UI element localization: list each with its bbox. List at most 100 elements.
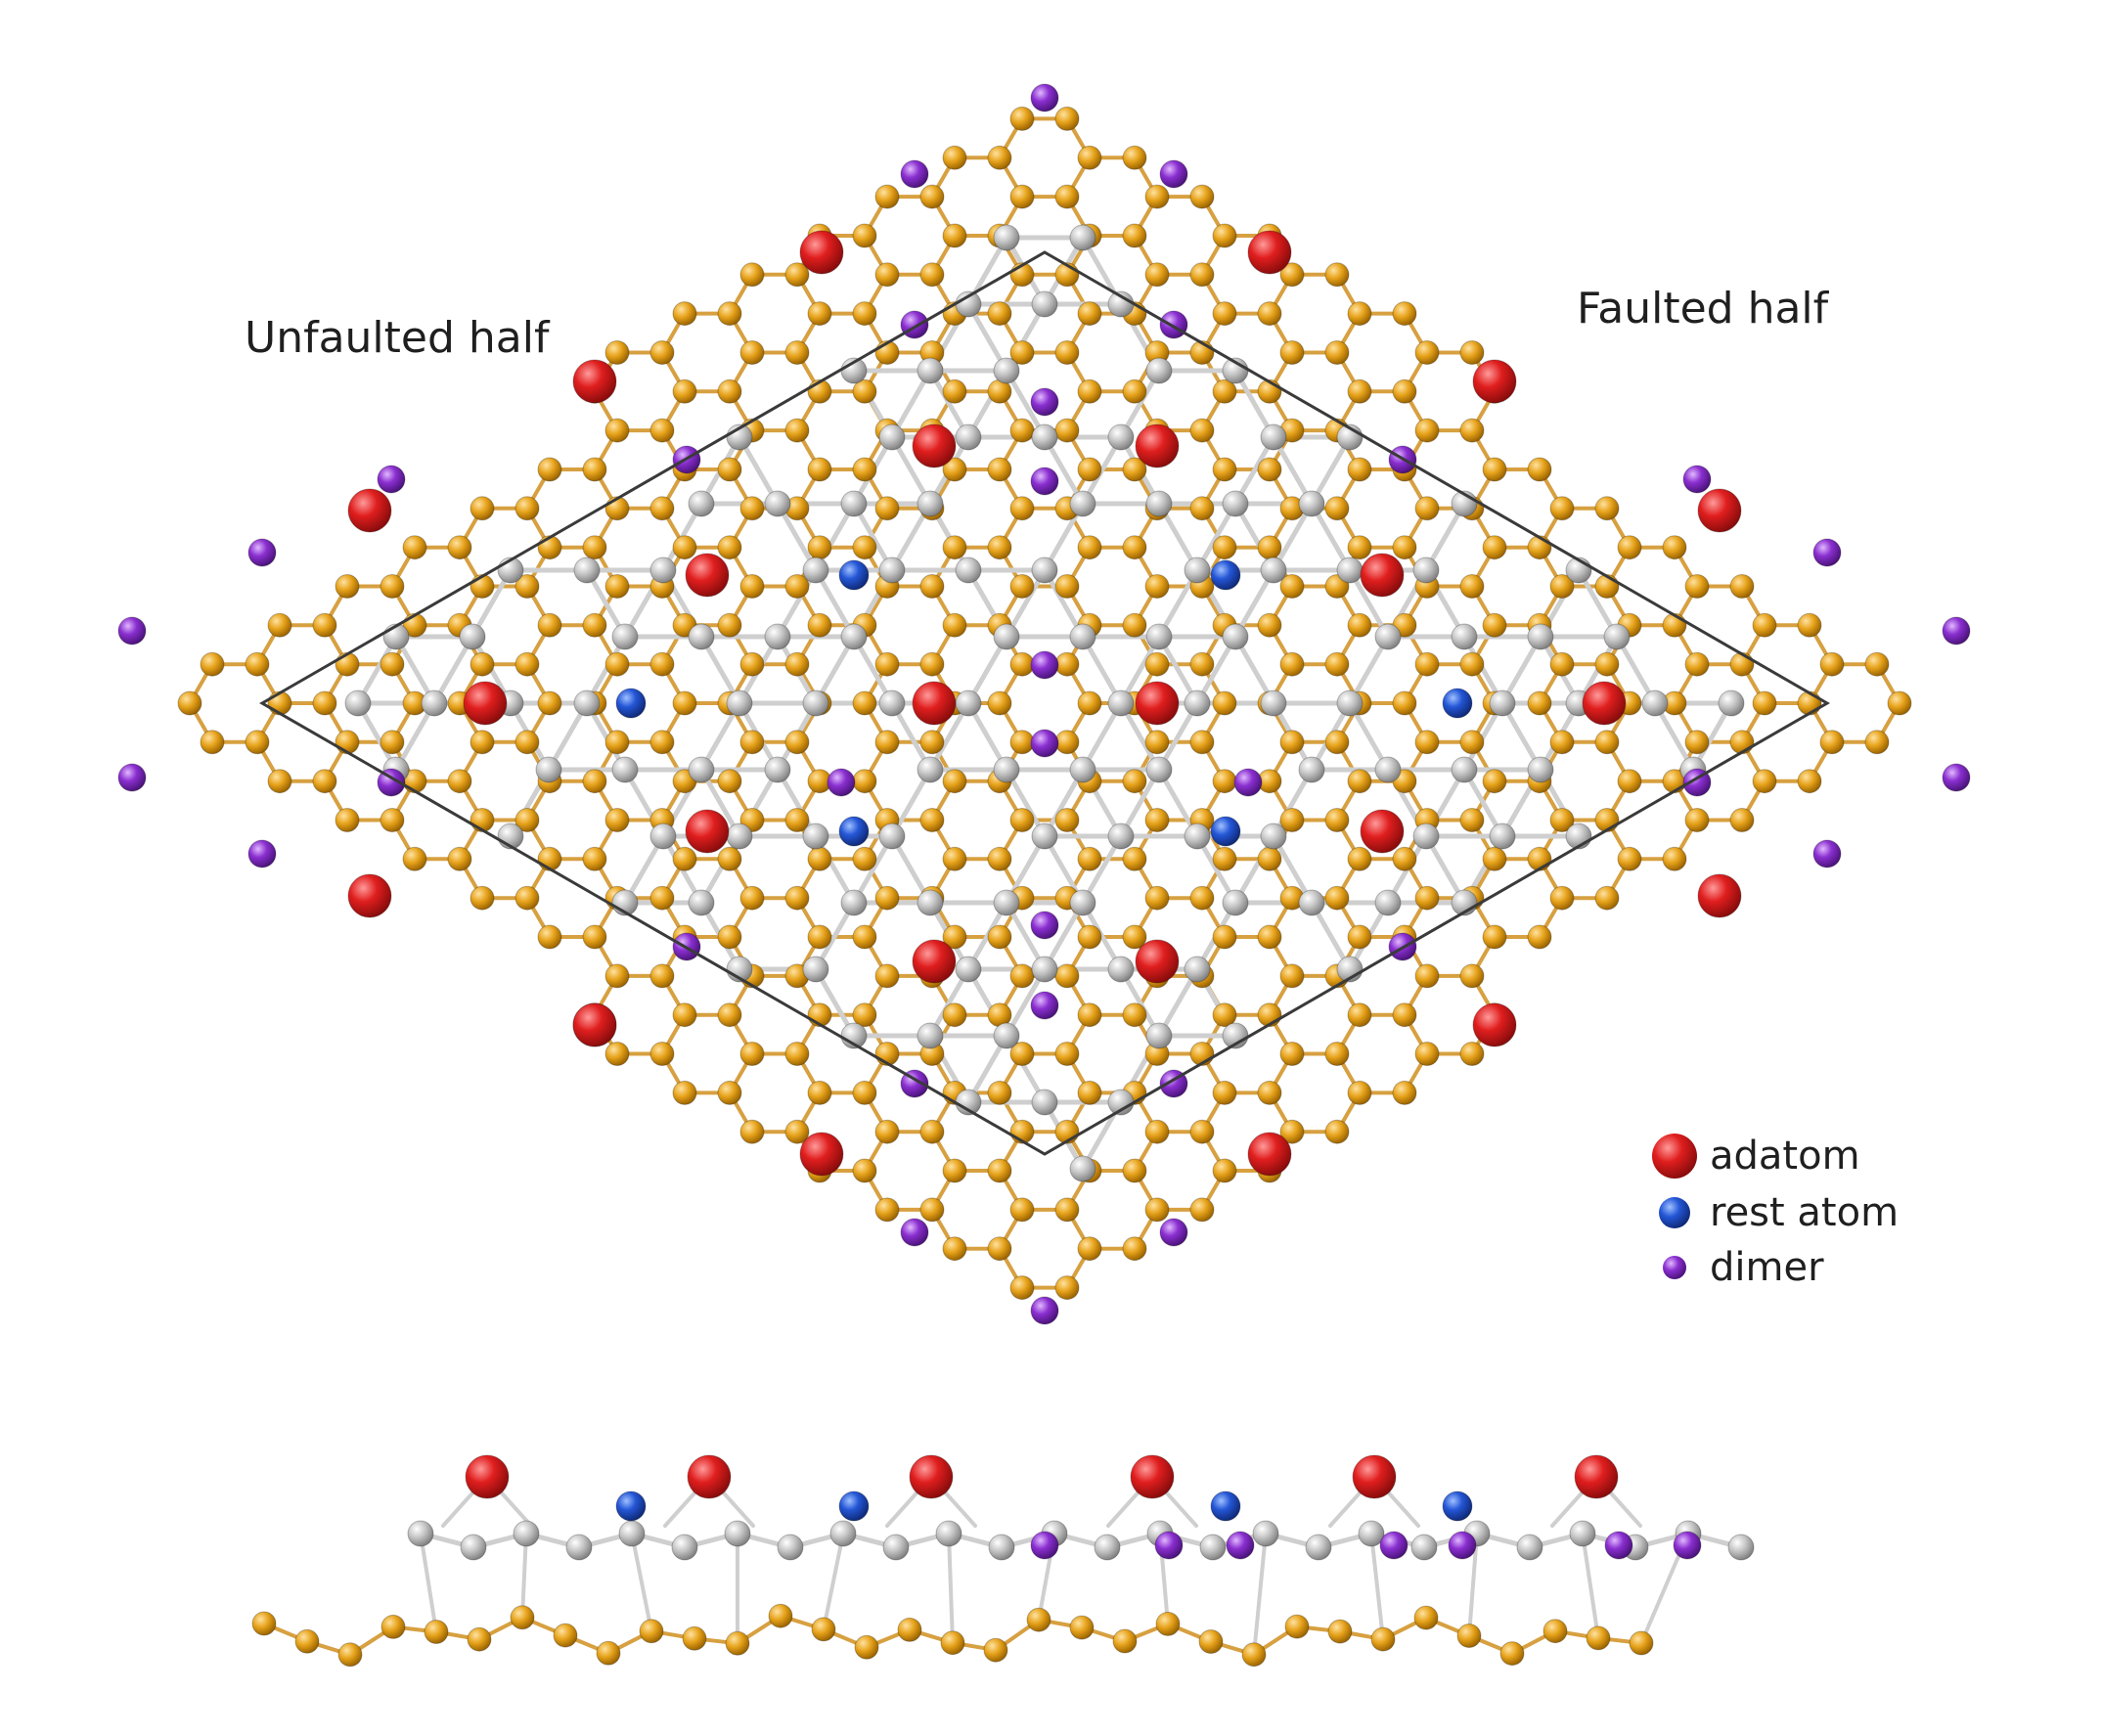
surface-atom: [1031, 956, 1058, 983]
surface-bond: [965, 634, 1009, 706]
surface-atom: [878, 690, 906, 717]
substrate-atom: [919, 262, 945, 288]
substrate-atom: [987, 301, 1012, 327]
substrate-atom: [811, 1617, 836, 1642]
substrate-atom: [467, 1626, 492, 1652]
side-vertical-bond: [1252, 1532, 1268, 1657]
substrate-atom: [942, 535, 967, 560]
substrate-atom: [1549, 496, 1575, 521]
surface-bonds: [355, 235, 1734, 1172]
surface-atom: [777, 1534, 804, 1561]
surface-atom: [1603, 623, 1631, 650]
surface-atom: [1451, 756, 1478, 783]
surface-atom: [1107, 956, 1135, 983]
substrate-atom: [874, 651, 900, 677]
substrate-atom: [1144, 184, 1170, 209]
surface-bond: [1309, 501, 1353, 573]
substrate-atom: [335, 730, 360, 755]
dimer-atom: [1030, 650, 1059, 680]
surface-atom: [1305, 1534, 1332, 1561]
substrate-atom: [682, 1625, 707, 1651]
substrate-atom: [267, 769, 292, 794]
substrate-atom: [874, 262, 900, 288]
substrate-atom: [1212, 690, 1237, 716]
substrate-atom: [1189, 184, 1215, 209]
substrate-atom: [1684, 808, 1710, 832]
surface-bond: [927, 700, 971, 773]
substrate-atom: [874, 963, 900, 989]
substrate-atom: [1324, 262, 1350, 288]
side-view: [251, 1454, 1755, 1668]
surface-atom: [993, 623, 1020, 650]
dimer-atom: [117, 763, 147, 792]
dimer-atom: [1030, 83, 1059, 112]
substrate-atom: [852, 1158, 877, 1183]
dimer-atom: [117, 616, 147, 645]
surface-atom: [1516, 1534, 1543, 1561]
surface-atom: [573, 690, 601, 717]
surface-bond: [889, 434, 933, 507]
surface-atom: [802, 556, 829, 584]
substrate-atom: [1257, 1080, 1282, 1105]
substrate-atom: [1122, 612, 1147, 638]
surface-atom: [407, 1520, 434, 1547]
dimer-atom: [1448, 1531, 1477, 1560]
substrate-atom: [942, 145, 967, 170]
surface-atom: [1069, 623, 1096, 650]
substrate-atom: [1594, 574, 1620, 599]
surface-atom: [688, 490, 715, 517]
surface-atom: [573, 556, 601, 584]
substrate-atom: [1144, 730, 1170, 755]
substrate-atom: [604, 963, 630, 989]
substrate-atom: [1797, 769, 1822, 794]
substrate-atom: [784, 651, 810, 677]
substrate-atom: [514, 885, 540, 911]
substrate-atom: [553, 1623, 578, 1648]
surface-atom: [1069, 756, 1096, 783]
adatom-atom: [1130, 1454, 1175, 1499]
substrate-atom: [1009, 730, 1035, 755]
rest-atom: [1210, 1491, 1241, 1522]
surface-bond: [1080, 833, 1124, 906]
substrate-atom: [1414, 963, 1440, 989]
substrate-atom: [1189, 418, 1215, 443]
surface-atom: [1298, 889, 1325, 916]
substrate-atom: [1549, 808, 1575, 832]
substrate-atom: [1392, 1002, 1417, 1028]
surface-bond: [775, 767, 819, 839]
substrate-atom: [1729, 574, 1755, 599]
substrate-atom: [582, 769, 607, 794]
dimer-atom: [1942, 763, 1971, 792]
substrate-atom: [1279, 730, 1305, 755]
surface-atom: [764, 623, 791, 650]
substrate-atom: [919, 184, 945, 209]
substrate-atom: [1077, 1080, 1102, 1105]
substrate-atom: [717, 769, 742, 794]
substrate-atom: [739, 496, 765, 521]
substrate-atom: [1864, 651, 1890, 677]
substrate-atom: [514, 651, 540, 677]
adatom-atom: [685, 553, 730, 598]
substrate-atom: [469, 574, 495, 599]
substrate-atom: [1459, 651, 1485, 677]
substrate-atom: [1009, 651, 1035, 677]
substrate-atom: [852, 457, 877, 482]
substrate-atom: [1112, 1628, 1138, 1654]
substrate-atom: [1752, 690, 1777, 716]
legend-adatom-label: adatom: [1710, 1134, 1860, 1179]
substrate-atom: [725, 1630, 750, 1656]
dimer-atom: [1233, 768, 1263, 797]
substrate-atom: [852, 535, 877, 560]
substrate-atom: [649, 418, 675, 443]
substrate-atom: [1549, 730, 1575, 755]
surface-bond: [1232, 833, 1276, 906]
surface-bond: [813, 501, 857, 573]
surface-atom: [1222, 623, 1249, 650]
substrate-atom: [1662, 535, 1687, 560]
surface-atom: [1031, 423, 1058, 451]
substrate-atom: [784, 418, 810, 443]
substrate-atom: [1594, 808, 1620, 832]
substrate-atom: [1527, 690, 1552, 716]
dimer-atom: [1812, 538, 1842, 567]
surface-bond: [1118, 966, 1162, 1039]
